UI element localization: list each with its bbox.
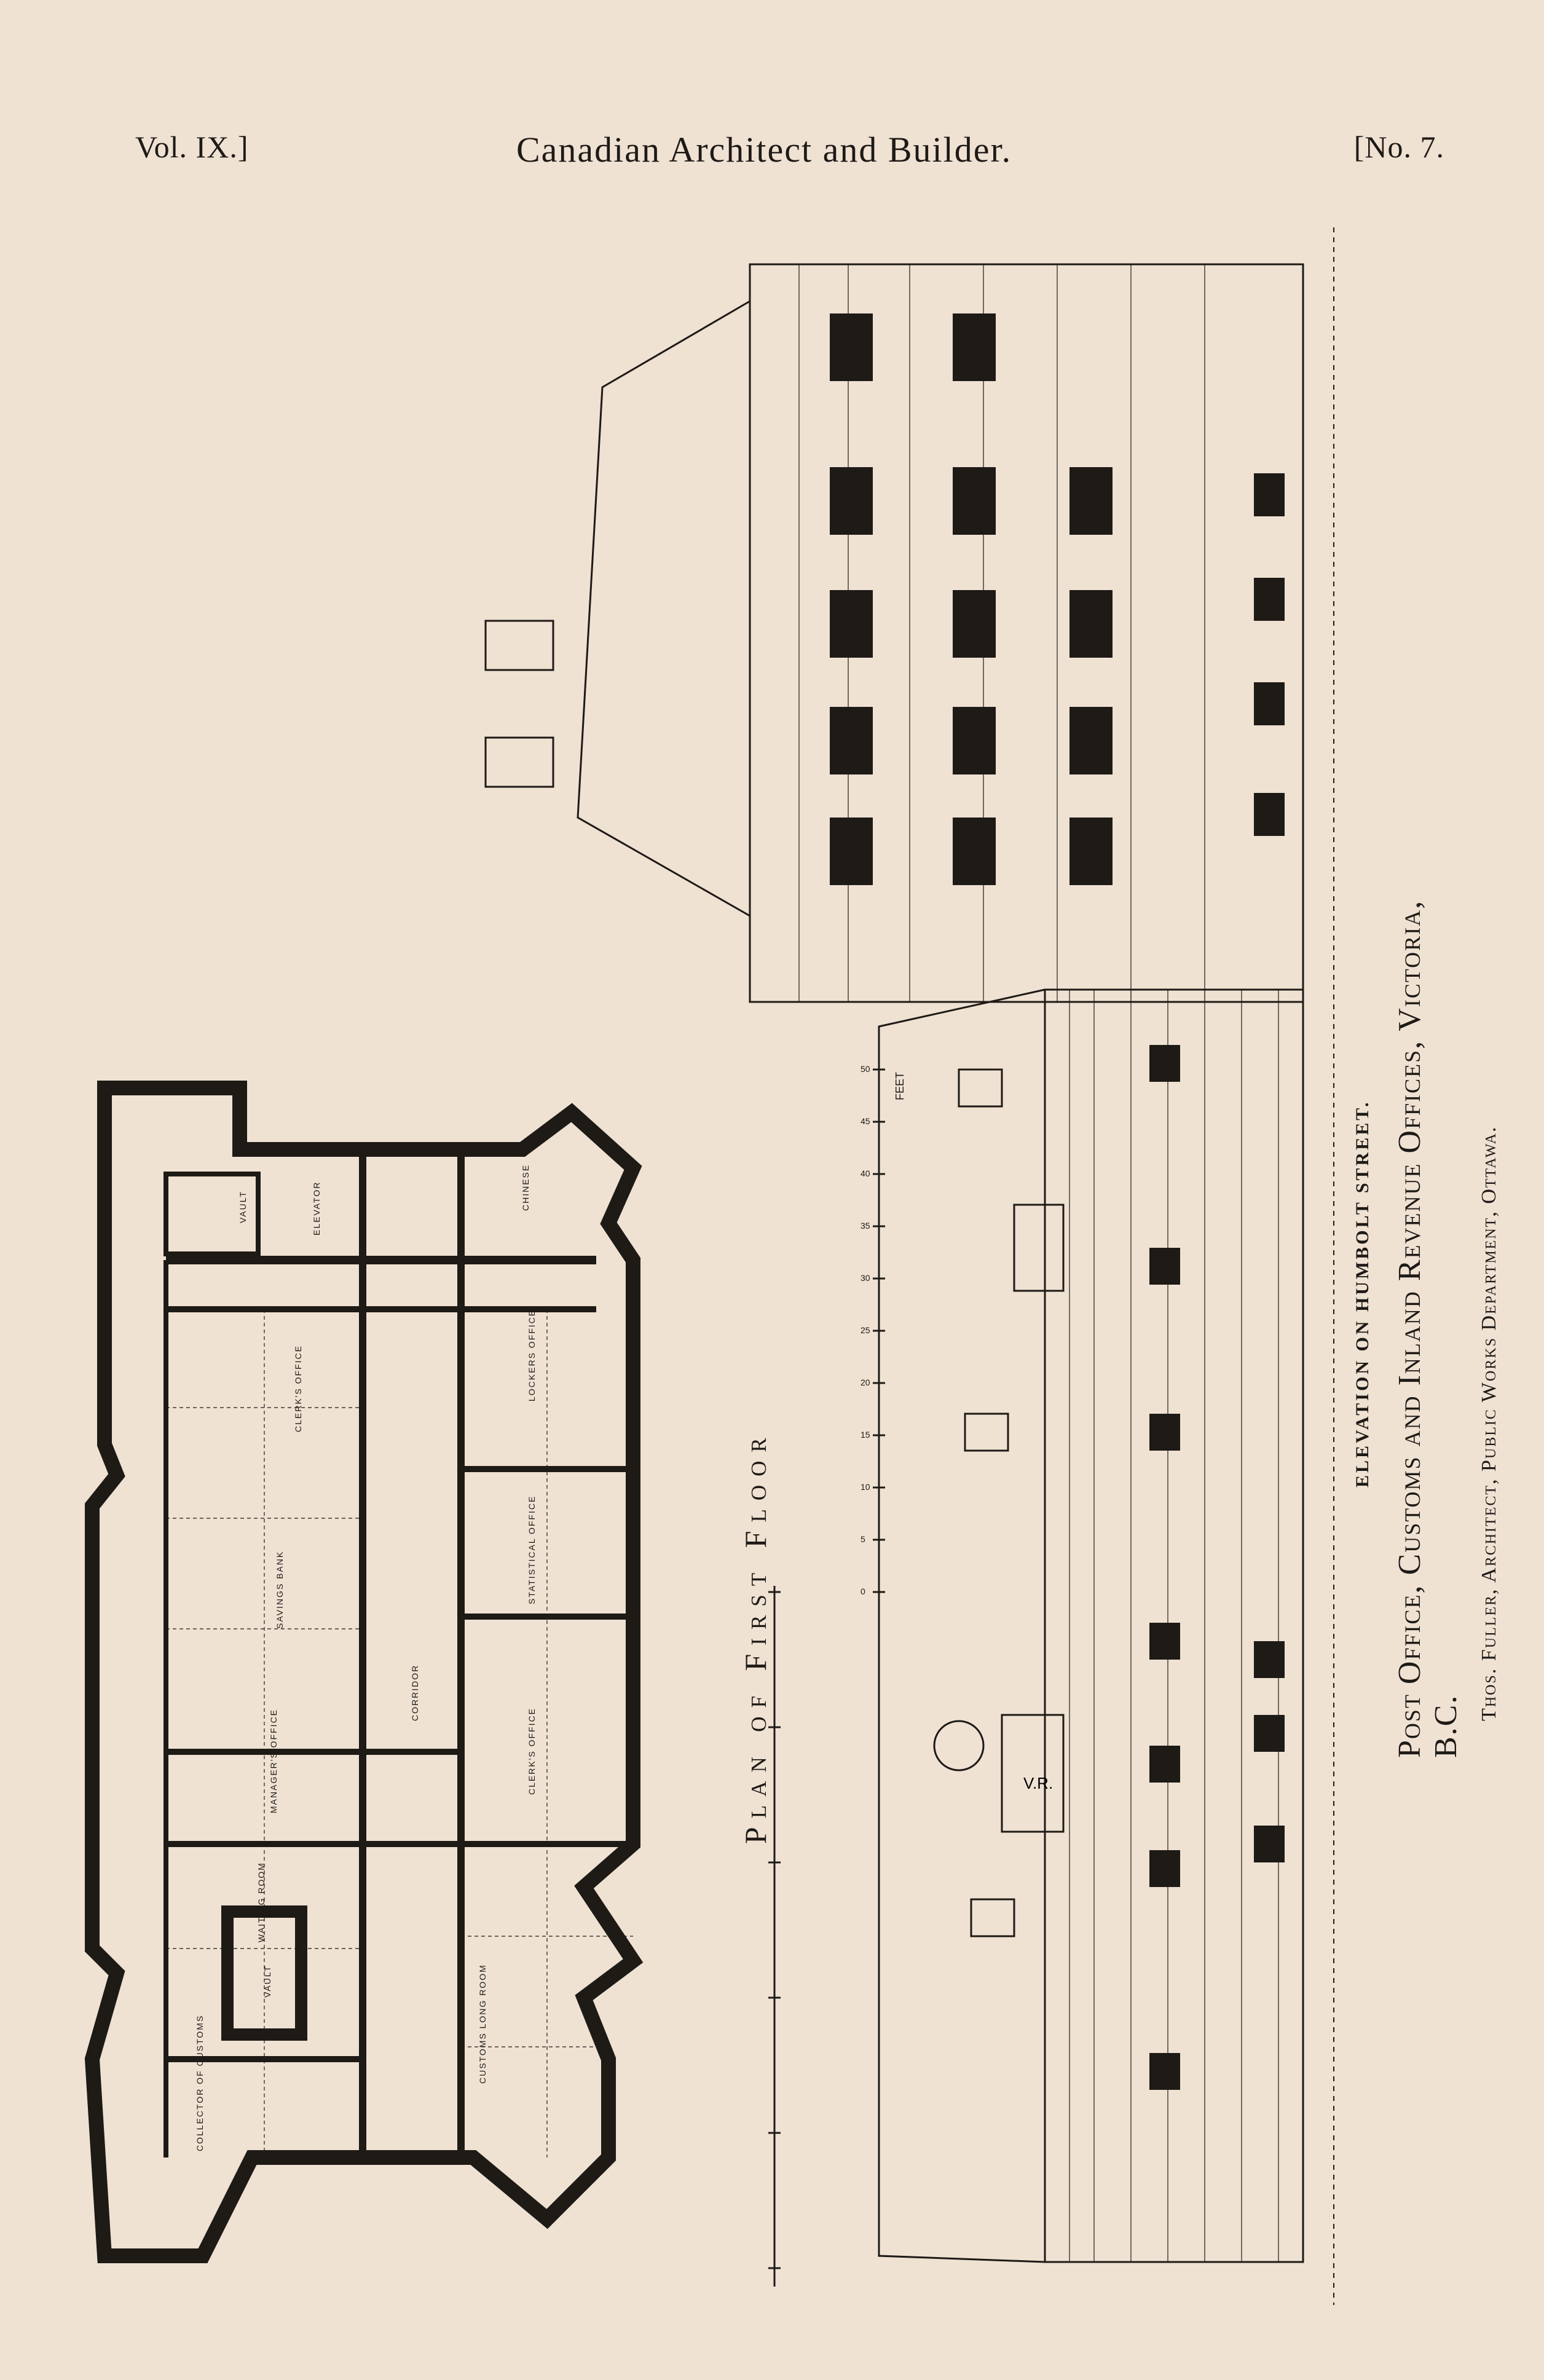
tick-label: 20 (861, 1377, 870, 1387)
tower-block (749, 263, 1304, 1003)
tick-label: 40 (861, 1168, 870, 1178)
dormer-2 (1001, 1714, 1065, 1833)
room-label: SAVINGS BANK (275, 1551, 285, 1629)
room-label: LOCKERS OFFICE (527, 1309, 537, 1401)
room-label: CLERK'S OFFICE (293, 1345, 303, 1432)
feet-scale: 0 5 10 15 20 25 30 35 40 45 50 FEET (861, 1063, 906, 1596)
tick-label: 45 (861, 1116, 870, 1126)
gable-mark: V.R. (1023, 1774, 1053, 1792)
architect-credit: Thos. Fuller, Architect, Public Works De… (1478, 1125, 1500, 1721)
drawing-captions: Elevation on Humbolt Street. Post Office… (1352, 897, 1512, 1758)
chimney-wing-2 (964, 1413, 1009, 1452)
tick-label: 10 (861, 1482, 870, 1492)
room-label: VAULT (238, 1191, 248, 1223)
room-label: STATISTICAL OFFICE (527, 1495, 537, 1604)
room-label: ELEVATOR (312, 1181, 321, 1235)
chimney-top (484, 620, 554, 671)
room-label: CUSTOMS LONG ROOM (478, 1964, 487, 2084)
building-title: Post Office, Customs and Inland Revenue … (1392, 899, 1463, 1758)
tick-label: 15 (861, 1430, 870, 1440)
tick-label: 0 (861, 1586, 865, 1596)
journal-title: Canadian Architect and Builder. (516, 130, 1012, 170)
chimney-wing-3 (970, 1898, 1015, 1937)
elevation-drawing: V.R. (484, 227, 1334, 2305)
floor-plan-drawing: VAULT ELEVATOR CHINESE CLERK'S OFFICE LO… (84, 1081, 644, 2263)
tick-label: 30 (861, 1273, 870, 1283)
room-label: VAULT (262, 1965, 272, 1998)
running-header: Vol. IX.] Canadian Architect and Builder… (135, 123, 1444, 178)
tick-label: 50 (861, 1064, 870, 1074)
room-label: CORRIDOR (410, 1665, 420, 1721)
tick-label: 25 (861, 1325, 870, 1335)
tick-label: 5 (861, 1534, 865, 1544)
room-label: MANAGER'S OFFICE (269, 1709, 278, 1813)
room-label: CLERK'S OFFICE (527, 1708, 537, 1795)
issue-number: [No. 7. (1353, 130, 1444, 164)
chimney-wing-1 (958, 1068, 1003, 1108)
long-wing (1044, 988, 1304, 2263)
plan-scale-bar (768, 1586, 781, 2287)
chimney-top-2 (484, 736, 554, 788)
tick-label: 35 (861, 1221, 870, 1231)
elevation-title: Elevation on Humbolt Street. (1352, 1100, 1373, 1488)
room-label: WAITING ROOM (256, 1862, 266, 1942)
wing-roof (878, 988, 1046, 2263)
tower-roof (577, 300, 750, 917)
dome (933, 1720, 985, 1771)
volume-label: Vol. IX.] (135, 130, 249, 164)
room-label: CHINESE (521, 1164, 530, 1211)
room-label: COLLECTOR OF CUSTOMS (195, 2015, 205, 2151)
dormer-1 (1013, 1204, 1065, 1292)
feet-label: FEET (894, 1072, 906, 1100)
